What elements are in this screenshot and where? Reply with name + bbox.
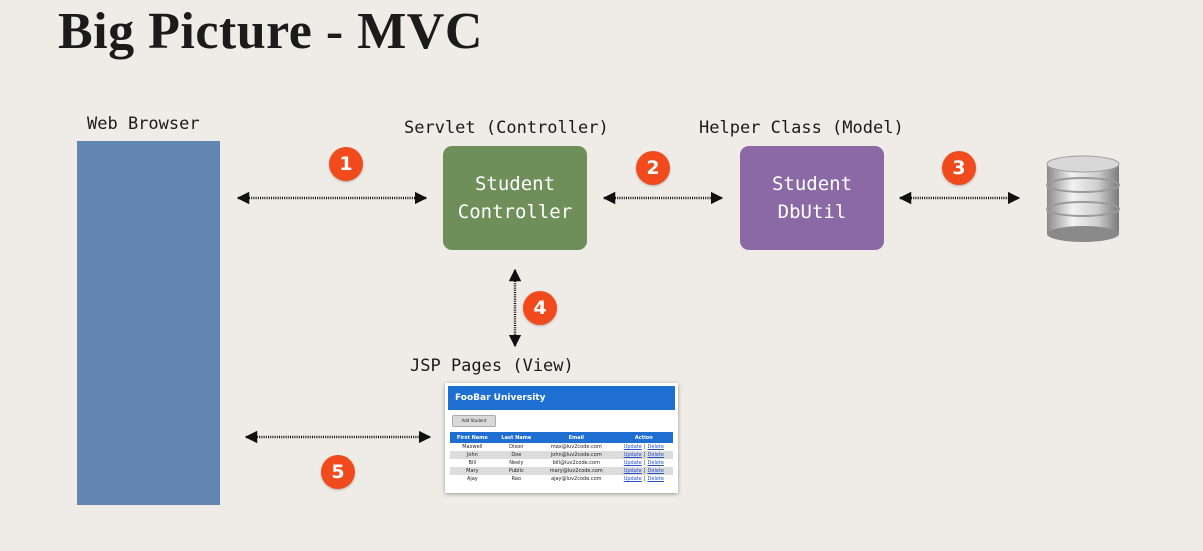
delete-link[interactable]: Delete xyxy=(647,468,664,474)
column-email: Email xyxy=(537,432,615,443)
update-link[interactable]: Update xyxy=(623,452,642,458)
table-cell: ajay@luv2code.com xyxy=(551,476,602,482)
table-row: Bill Neely bill@luv2code.com Update|Delete xyxy=(450,459,673,467)
action-cell: Update|Delete xyxy=(614,451,673,459)
action-cell: Update|Delete xyxy=(615,475,673,483)
delete-link[interactable]: Delete xyxy=(647,444,664,450)
model-line-1: Student xyxy=(771,173,853,195)
table-cell: Bill xyxy=(468,460,477,466)
link-separator: | xyxy=(643,460,646,466)
update-link[interactable]: Update xyxy=(623,444,642,450)
servlet-label: Servlet (Controller) xyxy=(404,118,609,138)
student-dbutil-box: Student DbUtil xyxy=(740,146,884,250)
table-row: Maxwell Dixon max@luv2code.com Update|Delet… xyxy=(450,443,673,451)
table-cell: Public xyxy=(494,467,538,475)
link-separator: | xyxy=(643,468,646,474)
link-separator: | xyxy=(643,476,646,482)
table-cell: bill@luv2code.com xyxy=(552,460,600,466)
action-cell: Update|Delete xyxy=(614,467,673,475)
table-cell: Dixon xyxy=(509,444,524,450)
step-badge-2: 2 xyxy=(636,151,670,185)
delete-link[interactable]: Delete xyxy=(647,476,664,482)
delete-link[interactable]: Delete xyxy=(647,460,664,466)
update-link[interactable]: Update xyxy=(623,460,642,466)
delete-link[interactable]: Delete xyxy=(647,452,664,458)
database-icon xyxy=(1046,155,1120,242)
table-cell: Doe xyxy=(494,451,538,459)
controller-line-2: Controller xyxy=(457,201,573,223)
table-row: Ajay Rao ajay@luv2code.com Update|Delete xyxy=(450,475,673,483)
update-link[interactable]: Update xyxy=(623,468,642,474)
action-cell: Update|Delete xyxy=(615,443,673,451)
link-separator: | xyxy=(643,444,646,450)
table-cell: Maxwell xyxy=(462,444,483,450)
helper-class-label: Helper Class (Model) xyxy=(699,118,904,138)
table-cell: Rao xyxy=(511,476,522,482)
table-cell: Neely xyxy=(509,460,524,466)
web-browser-label: Web Browser xyxy=(87,114,200,134)
step-badge-3: 3 xyxy=(942,151,976,185)
jsp-pages-label: JSP Pages (View) xyxy=(410,356,574,376)
column-last-name: Last Name xyxy=(494,432,538,443)
step-badge-1: 1 xyxy=(329,147,363,181)
table-cell: max@luv2code.com xyxy=(550,444,602,450)
table-cell: Ajay xyxy=(466,476,478,482)
student-table: First Name Last Name Email Action Maxwel… xyxy=(450,432,673,483)
link-separator: | xyxy=(643,452,646,458)
jsp-page-preview: FooBar University Add Student First Name… xyxy=(445,383,678,493)
update-link[interactable]: Update xyxy=(623,476,642,482)
jsp-page-header: FooBar University xyxy=(448,386,675,410)
table-cell: john@luv2code.com xyxy=(537,451,615,459)
web-browser-panel xyxy=(77,141,220,505)
table-cell: John xyxy=(450,451,495,459)
student-controller-box: Student Controller xyxy=(443,146,587,250)
action-cell: Update|Delete xyxy=(615,459,673,467)
controller-line-1: Student xyxy=(474,173,556,195)
table-cell: Mary xyxy=(450,467,495,475)
column-action: Action xyxy=(614,432,673,443)
add-student-button[interactable]: Add Student xyxy=(452,415,496,427)
table-cell: mary@luv2code.com xyxy=(537,467,615,475)
column-first-name: First Name xyxy=(450,432,495,443)
step-badge-4: 4 xyxy=(523,291,557,325)
model-line-2: DbUtil xyxy=(777,201,847,223)
step-badge-5: 5 xyxy=(321,455,355,489)
slide-title: Big Picture - MVC xyxy=(58,3,483,60)
